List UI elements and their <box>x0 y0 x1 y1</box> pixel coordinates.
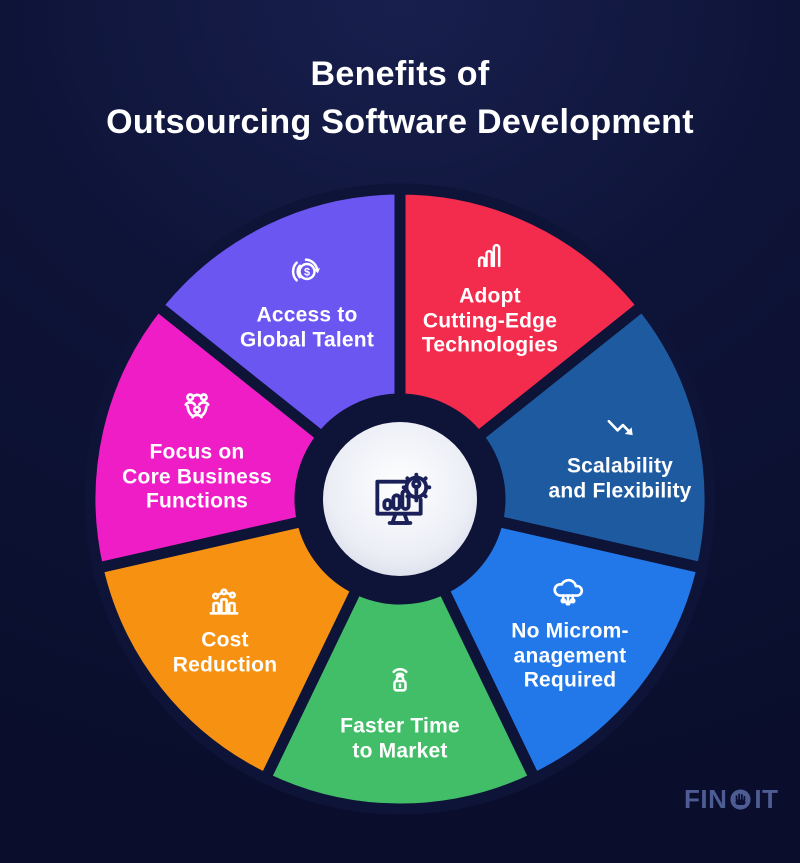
segment-cost-reduction <box>92 515 363 784</box>
label-no-micromanagement-required: No Microm- anagement Required <box>511 619 629 693</box>
label-line: Scalability <box>566 454 674 478</box>
team-network-icon <box>175 387 219 431</box>
page-title: Benefits of Outsourcing Software Develop… <box>0 50 800 146</box>
label-line: Global Talent <box>239 328 375 351</box>
hand-in-circle-icon <box>729 788 752 811</box>
label-line: and Flexibility <box>548 479 692 502</box>
label-line: Adopt <box>459 284 521 308</box>
label-line: Technologies <box>421 333 559 357</box>
label-scalability-and-flexibility: Scalability and Flexibility <box>548 455 691 504</box>
label-adopt-cutting-edge-technologies: Adopt Cutting-Edge Technologies <box>422 284 558 358</box>
label-line: Cost <box>201 628 249 652</box>
label-line: Reduction <box>172 653 278 676</box>
label-line: Required <box>523 668 617 692</box>
growth-bars-icon <box>470 235 510 275</box>
label-line: anagement <box>513 643 627 667</box>
label-line: Access to <box>256 303 358 327</box>
label-line: Core Business <box>122 464 272 488</box>
cloud-circuit-icon <box>547 571 589 613</box>
monitor-analytics-gear-icon <box>360 461 440 541</box>
wireless-lock-icon <box>380 659 420 699</box>
segment-adopt-cutting-edge-technologies <box>394 183 648 443</box>
title-line-2: Outsourcing Software Development <box>106 103 694 141</box>
label-access-to-global-talent: Access to Global Talent <box>240 304 374 353</box>
label-line: Focus on <box>149 440 245 464</box>
label-line: Cutting-Edge <box>422 308 558 332</box>
segment-access-to-global-talent <box>152 183 406 443</box>
logo-text-fin: FIN <box>684 784 728 814</box>
label-faster-time-to-market: Faster Time to Market <box>340 715 460 764</box>
label-line: No Microm- <box>511 619 629 643</box>
segment-scalability-and-flexibility <box>472 300 716 574</box>
currency-rotation-icon: $ <box>285 251 325 291</box>
label-line: Faster Time <box>340 714 460 738</box>
segment-focus-on-core-business-functions <box>84 300 328 574</box>
declining-arrow-icon <box>601 409 643 451</box>
label-focus-on-core-business-functions: Focus on Core Business Functions <box>122 440 272 514</box>
svg-text:$: $ <box>304 266 310 278</box>
label-line: Functions <box>145 489 249 513</box>
finoit-logo: FIN IT <box>684 784 779 815</box>
title-line-1: Benefits of <box>310 55 490 93</box>
label-cost-reduction: Cost Reduction <box>173 629 277 678</box>
logo-text-it: IT <box>754 784 779 814</box>
label-line: to Market <box>352 739 448 762</box>
bar-chart-trend-icon <box>203 580 245 622</box>
